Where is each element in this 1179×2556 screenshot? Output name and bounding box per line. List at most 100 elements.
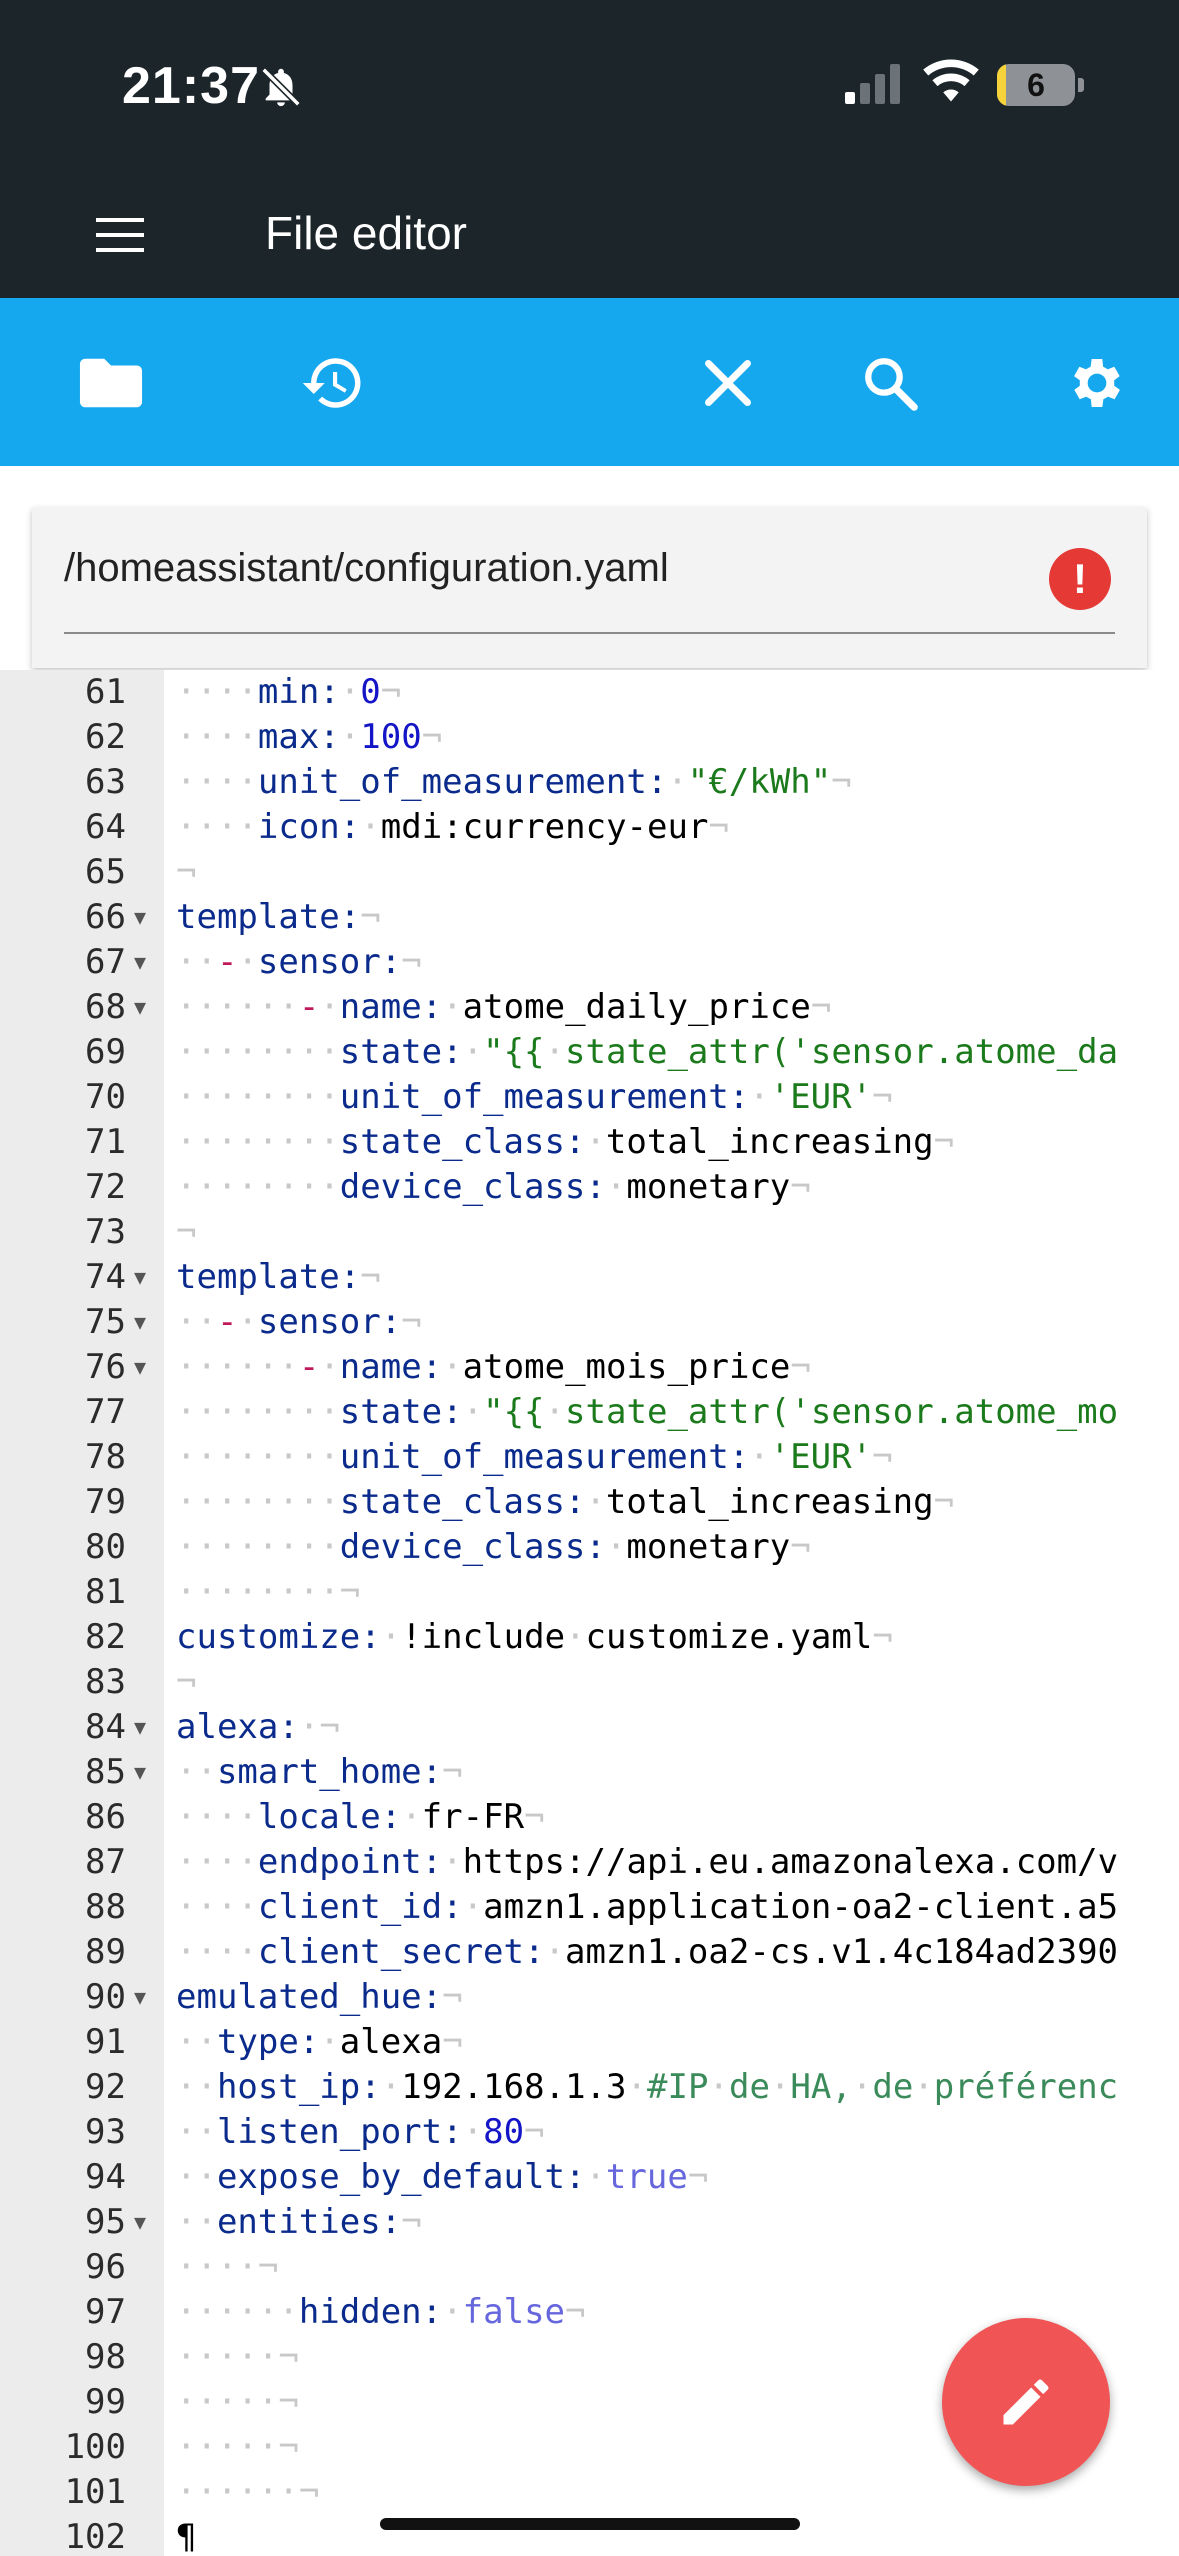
fold-toggle-icon[interactable]: ▼ bbox=[134, 1265, 147, 1289]
file-path-card: /homeassistant/configuration.yaml ! bbox=[32, 508, 1147, 668]
code-line[interactable]: 97······hidden:·false¬ bbox=[0, 2290, 1179, 2335]
code-line[interactable]: 75▼··-·sensor:¬ bbox=[0, 1300, 1179, 1345]
browse-files-button[interactable] bbox=[66, 338, 156, 428]
wifi-icon bbox=[923, 59, 979, 102]
code-line[interactable]: 89····client_secret:·amzn1.oa2-cs.v1.4c1… bbox=[0, 1930, 1179, 1975]
line-number: 66 bbox=[85, 897, 126, 937]
code-line[interactable]: 84 ▼ alexa:·¬ bbox=[0, 1705, 1179, 1750]
code-line[interactable]: 91··type:·alexa¬ bbox=[0, 2020, 1179, 2065]
file-path-input[interactable]: /homeassistant/configuration.yaml bbox=[64, 546, 669, 590]
code-line[interactable]: 69········state:·"{{·state_attr('sensor.… bbox=[0, 1030, 1179, 1075]
code-line[interactable]: 76▼······-·name:·atome_mois_price¬ bbox=[0, 1345, 1179, 1390]
error-icon[interactable]: ! bbox=[1049, 548, 1111, 610]
history-button[interactable] bbox=[288, 338, 378, 428]
line-number: 94 bbox=[85, 2157, 126, 2197]
code-line[interactable]: 66▼template:¬ bbox=[0, 895, 1179, 940]
line-code: alexa:·¬ bbox=[176, 1707, 340, 1747]
fold-toggle-icon[interactable]: ▼ bbox=[134, 905, 147, 929]
line-number: 63 bbox=[85, 762, 126, 802]
line-number: 72 bbox=[85, 1167, 126, 1207]
fold-toggle-icon[interactable]: ▼ bbox=[134, 1760, 147, 1784]
line-code: ··entities:¬ bbox=[176, 2202, 422, 2242]
code-line[interactable]: 85▼··smart_home:¬ bbox=[0, 1750, 1179, 1795]
line-number: 84 bbox=[85, 1707, 126, 1747]
line-number: 81 bbox=[85, 1572, 126, 1612]
line-code: ¬ bbox=[176, 1662, 197, 1702]
line-code: ····client_id:·amzn1.application-oa2-cli… bbox=[176, 1887, 1119, 1927]
line-number: 86 bbox=[85, 1797, 126, 1837]
code-line[interactable]: 78········unit_of_measurement:·'EUR'¬ bbox=[0, 1435, 1179, 1480]
line-number: 61 bbox=[85, 672, 126, 712]
line-number: 62 bbox=[85, 717, 126, 757]
code-line[interactable]: 72········device_class:·monetary¬ bbox=[0, 1165, 1179, 1210]
line-code: ····locale:·fr-FR¬ bbox=[176, 1797, 545, 1837]
line-number: 101 bbox=[64, 2472, 126, 2512]
code-line[interactable]: 87····endpoint:·https://api.eu.amazonale… bbox=[0, 1840, 1179, 1885]
code-line[interactable]: 93··listen_port:·80¬ bbox=[0, 2110, 1179, 2155]
fold-toggle-icon[interactable]: ▼ bbox=[134, 950, 147, 974]
code-line[interactable]: 71········state_class:·total_increasing¬ bbox=[0, 1120, 1179, 1165]
code-line[interactable]: 70········unit_of_measurement:·'EUR'¬ bbox=[0, 1075, 1179, 1120]
line-code: ····max:·100¬ bbox=[176, 717, 443, 757]
menu-icon[interactable] bbox=[96, 218, 144, 252]
code-line[interactable]: 65¬ bbox=[0, 850, 1179, 895]
search-button[interactable] bbox=[845, 338, 935, 428]
line-code: ····client_secret:·amzn1.oa2-cs.v1.4c184… bbox=[176, 1932, 1119, 1972]
code-line[interactable]: 67▼··-·sensor:¬ bbox=[0, 940, 1179, 985]
code-line[interactable]: 62 ····max:·100¬ bbox=[0, 715, 1179, 760]
code-line[interactable]: 96····¬ bbox=[0, 2245, 1179, 2290]
line-code: ··expose_by_default:·true¬ bbox=[176, 2157, 709, 2197]
fold-toggle-icon[interactable]: ▼ bbox=[134, 1310, 147, 1334]
line-number: 73 bbox=[85, 1212, 126, 1252]
battery-level: 6 bbox=[1027, 67, 1045, 103]
close-file-button[interactable] bbox=[683, 338, 773, 428]
settings-button[interactable] bbox=[1052, 338, 1142, 428]
code-line[interactable]: 94 ··expose_by_default:·true¬ bbox=[0, 2155, 1179, 2200]
code-line[interactable]: 64····icon:·mdi:currency-eur¬ bbox=[0, 805, 1179, 850]
fold-toggle-icon[interactable]: ▼ bbox=[134, 1985, 147, 2009]
code-line[interactable]: 68 ▼ ······-·name:·atome_daily_price¬ bbox=[0, 985, 1179, 1030]
line-number: 99 bbox=[85, 2382, 126, 2422]
line-code: ····endpoint:·https://api.eu.amazonalexa… bbox=[176, 1842, 1119, 1882]
code-line[interactable]: 73 ¬ bbox=[0, 1210, 1179, 1255]
line-number: 90 bbox=[85, 1977, 126, 2017]
line-code: ······-·name:·atome_daily_price¬ bbox=[176, 987, 832, 1027]
signal-icon bbox=[845, 64, 900, 104]
code-line[interactable]: 88····client_id:·amzn1.application-oa2-c… bbox=[0, 1885, 1179, 1930]
line-number: 69 bbox=[85, 1032, 126, 1072]
code-line[interactable]: 92··host_ip:·192.168.1.3·#IP·de·HA,·de·p… bbox=[0, 2065, 1179, 2110]
code-line[interactable]: 99·····¬ bbox=[0, 2380, 1179, 2425]
gear-icon bbox=[1074, 359, 1120, 407]
code-line[interactable]: 81········¬ bbox=[0, 1570, 1179, 1615]
code-line[interactable]: 90▼emulated_hue:¬ bbox=[0, 1975, 1179, 2020]
code-line[interactable]: 80········device_class:·monetary¬ bbox=[0, 1525, 1179, 1570]
line-code: ····¬ bbox=[176, 2247, 279, 2287]
code-line[interactable]: 83¬ bbox=[0, 1660, 1179, 1705]
code-line[interactable]: 61····min:·0¬ bbox=[0, 670, 1179, 715]
line-code: ¬ bbox=[176, 1212, 197, 1252]
fold-toggle-icon[interactable]: ▼ bbox=[134, 1715, 147, 1739]
line-number: 68 bbox=[85, 987, 126, 1027]
line-code: template:¬ bbox=[176, 1257, 381, 1297]
fold-toggle-icon[interactable]: ▼ bbox=[134, 995, 147, 1019]
code-line[interactable]: 79········state_class:·total_increasing¬ bbox=[0, 1480, 1179, 1525]
code-line[interactable]: 101······¬ bbox=[0, 2470, 1179, 2515]
fold-toggle-icon[interactable]: ▼ bbox=[134, 1355, 147, 1379]
fold-toggle-icon[interactable]: ▼ bbox=[134, 2210, 147, 2234]
line-number: 98 bbox=[85, 2337, 126, 2377]
edit-button[interactable] bbox=[942, 2318, 1110, 2486]
line-number: 100 bbox=[64, 2427, 126, 2467]
line-code: ··host_ip:·192.168.1.3·#IP·de·HA,·de·pré… bbox=[176, 2067, 1119, 2107]
code-line[interactable]: 77········state:·"{{·state_attr('sensor.… bbox=[0, 1390, 1179, 1435]
code-line[interactable]: 74▼template:¬ bbox=[0, 1255, 1179, 1300]
code-line[interactable]: 102¶ bbox=[0, 2515, 1179, 2556]
line-code: ··-·sensor:¬ bbox=[176, 942, 422, 982]
code-editor[interactable]: 61····min:·0¬62 ····max:·100¬63····unit_o… bbox=[0, 670, 1179, 2556]
line-code: ······hidden:·false¬ bbox=[176, 2292, 586, 2332]
code-line[interactable]: 98·····¬ bbox=[0, 2335, 1179, 2380]
code-line[interactable]: 63····unit_of_measurement:·"€/kWh"¬ bbox=[0, 760, 1179, 805]
code-line[interactable]: 95▼··entities:¬ bbox=[0, 2200, 1179, 2245]
code-line[interactable]: 86 ····locale:·fr-FR¬ bbox=[0, 1795, 1179, 1840]
code-line[interactable]: 100·····¬ bbox=[0, 2425, 1179, 2470]
